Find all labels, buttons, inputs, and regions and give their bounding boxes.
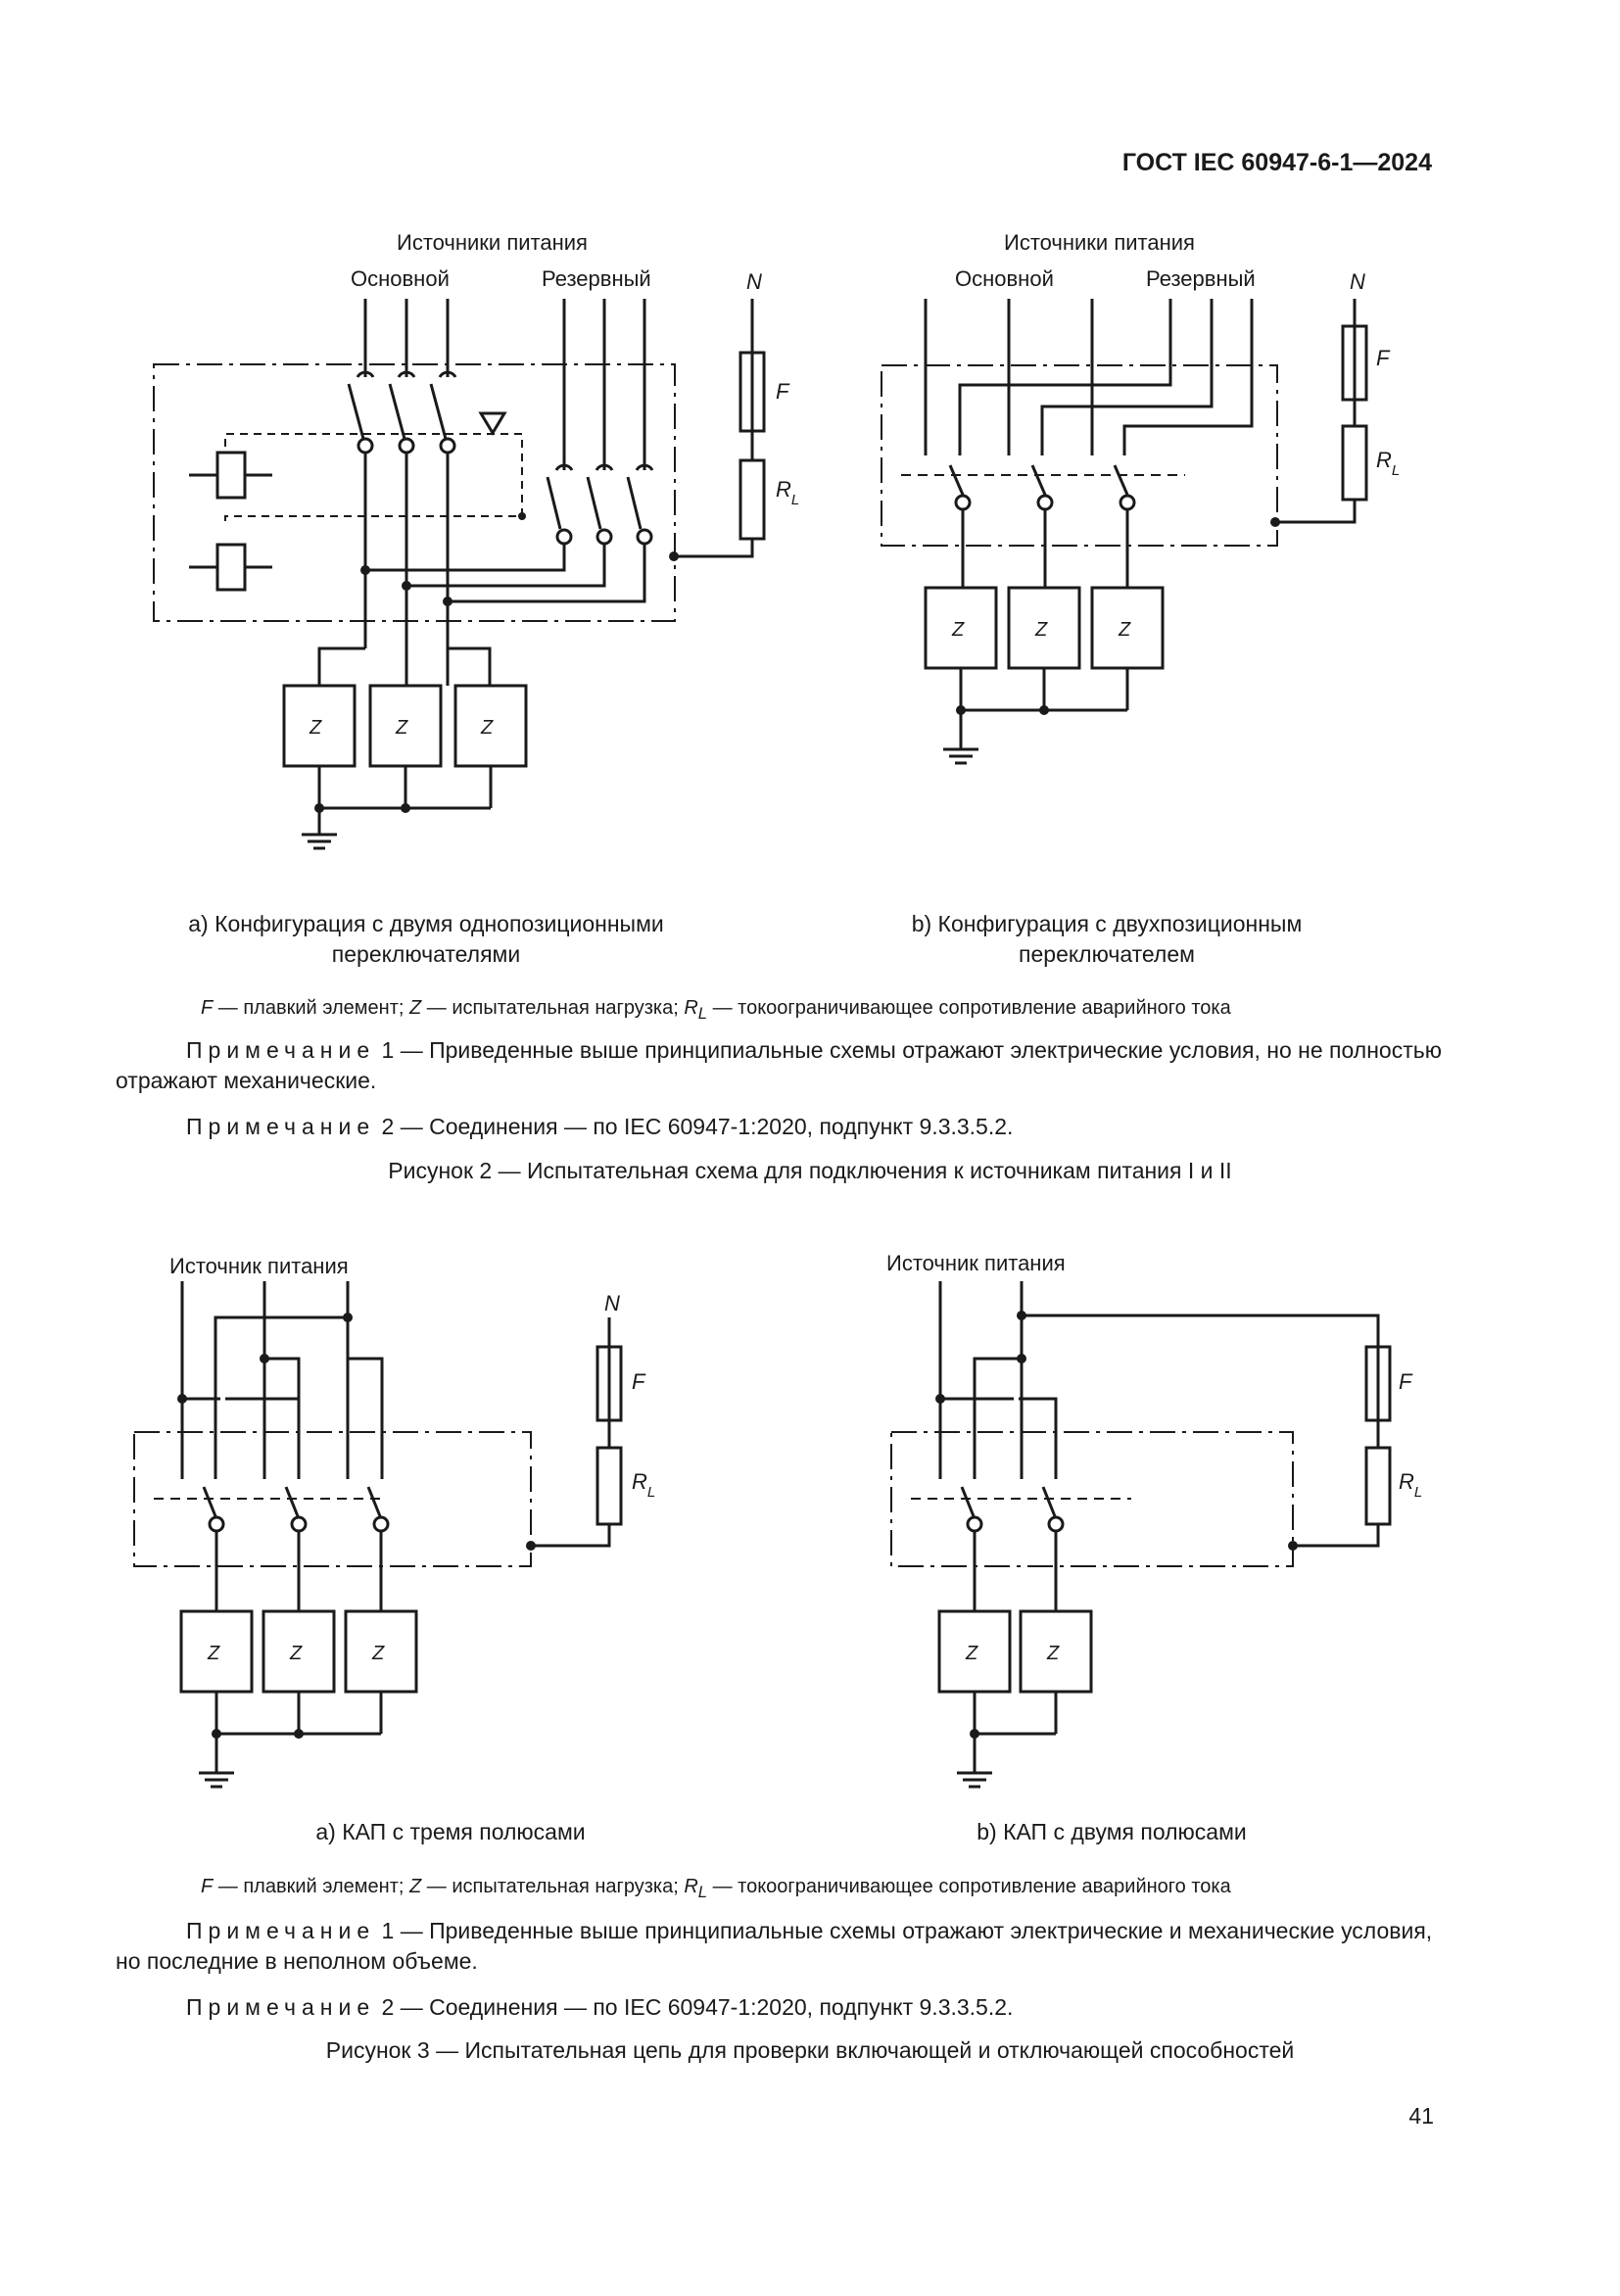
svg-text:RL: RL [776, 477, 799, 508]
fig2a-n-label: N [746, 269, 762, 294]
legend-r-text: — токоограничивающее сопротивление авари… [707, 1876, 1231, 1897]
note-text: 1 — Приведенные выше принципиальные схем… [116, 1037, 1442, 1093]
fig2a-enclosure [153, 363, 676, 622]
fig3a-z2: Z [289, 1643, 303, 1664]
fig3a-source-label: Источник питания [169, 1254, 349, 1278]
fig3a-rl-label: R [632, 1469, 647, 1494]
fig3a-z3: Z [371, 1643, 385, 1664]
legend-r-sub: L [697, 1883, 708, 1901]
svg-text:RL: RL [632, 1469, 655, 1501]
fig2a-caption-line2: переключателями [331, 941, 521, 967]
page-number: 41 [1408, 2103, 1434, 2129]
legend-f-text: — плавкий элемент; [213, 997, 409, 1019]
legend-r-sub: L [697, 1004, 708, 1023]
svg-text:RL: RL [1399, 1469, 1422, 1501]
fig3b-rl-label: R [1399, 1469, 1414, 1494]
note-label: Примечание [186, 1994, 376, 2020]
fig2a-rl-label: R [776, 477, 791, 502]
figure-2a-diagram: Источники питания Основной Резервный N [153, 230, 799, 850]
fig2b-caption: b) Конфигурация с двухпозиционным перекл… [818, 909, 1396, 970]
fig2b-caption-line1: b) Конфигурация с двухпозиционным [911, 911, 1303, 936]
legend-r: R [684, 997, 698, 1019]
fig2a-sources-label: Источники питания [397, 230, 588, 255]
legend-r-text: — токоограничивающее сопротивление авари… [707, 997, 1231, 1019]
fig3a-caption: а) КАП с тремя полюсами [315, 1819, 586, 1844]
fig2a-z1: Z [309, 717, 322, 739]
fig2a-rl-sub: L [791, 492, 799, 508]
legend-z: Z [408, 997, 422, 1019]
fig2b-z2: Z [1034, 619, 1048, 641]
fig2b-rl-sub: L [1392, 462, 1400, 479]
legend-r: R [684, 1876, 698, 1897]
legend-z-text: — испытательная нагрузка; [421, 997, 685, 1019]
note-label: Примечание [186, 1114, 376, 1139]
figure-2-title: Рисунок 2 — Испытательная схема для подк… [388, 1158, 1232, 1183]
fig3-legend: F — плавкий элемент; Z — испытательная н… [201, 1876, 1231, 1902]
figure-2b-diagram: Источники питания Основной Резервный N Z… [881, 230, 1400, 765]
fig2b-z1: Z [951, 619, 965, 641]
fig2b-main-label: Основной [955, 266, 1054, 291]
legend-z: Z [408, 1876, 422, 1897]
fig2a-z2: Z [395, 717, 408, 739]
svg-text:RL: RL [1376, 448, 1400, 479]
fig2b-rl-label: R [1376, 448, 1392, 472]
note-text: 2 — Соединения — по IEC 60947-1:2020, по… [375, 1114, 1014, 1139]
fig3b-caption: b) КАП с двумя полюсами [977, 1819, 1247, 1844]
note-label: Примечание [186, 1918, 376, 1943]
fig2b-f-label: F [1376, 346, 1391, 370]
legend-f-text: — плавкий элемент; [213, 1876, 409, 1897]
fig3b-f-label: F [1399, 1369, 1413, 1394]
figure-3a-diagram: Источник питания N Z Z Z [133, 1254, 655, 1789]
fig2a-main-label: Основной [351, 266, 450, 291]
legend-z-text: — испытательная нагрузка; [421, 1876, 685, 1897]
fig3-note1: Примечание 1 — Приведенные выше принципи… [116, 1916, 1450, 1977]
fig2a-z3: Z [480, 717, 494, 739]
fig2-note2: Примечание 2 — Соединения — по IEC 60947… [116, 1112, 1450, 1142]
fig2a-caption-line1: а) Конфигурация с двумя однопозиционными [188, 911, 664, 936]
fig3b-z1: Z [965, 1643, 978, 1664]
fig3a-rl-sub: L [647, 1484, 655, 1501]
fig3b-source-label: Источник питания [886, 1251, 1066, 1275]
legend-f: F [201, 1876, 214, 1897]
fig2a-caption: а) Конфигурация с двумя однопозиционными… [137, 909, 715, 970]
legend-f: F [201, 997, 214, 1019]
fig2b-n-label: N [1350, 269, 1365, 294]
note-text: 2 — Соединения — по IEC 60947-1:2020, по… [375, 1994, 1014, 2020]
fig2a-reserve-label: Резервный [542, 266, 651, 291]
fig3a-f-label: F [632, 1369, 646, 1394]
figure-3b-diagram: Источник питания Z Z F RL [886, 1251, 1422, 1789]
fig2b-sources-label: Источники питания [1004, 230, 1195, 255]
fig2b-reserve-label: Резервный [1146, 266, 1256, 291]
document-header: ГОСТ IEC 60947-6-1—2024 [1121, 149, 1432, 176]
fig2-legend: F — плавкий элемент; Z — испытательная н… [201, 997, 1231, 1024]
fig3a-n-label: N [604, 1291, 620, 1315]
fig2b-caption-line2: переключателем [1019, 941, 1195, 967]
fig3b-z2: Z [1046, 1643, 1060, 1664]
fig3a-z1: Z [207, 1643, 220, 1664]
note-label: Примечание [186, 1037, 376, 1063]
fig2a-f-label: F [776, 379, 790, 404]
fig2-note1: Примечание 1 — Приведенные выше принципи… [116, 1035, 1450, 1096]
fig2b-z3: Z [1118, 619, 1131, 641]
figure-3-title: Рисунок 3 — Испытательная цепь для прове… [325, 2037, 1295, 2063]
fig3-note2: Примечание 2 — Соединения — по IEC 60947… [116, 1992, 1450, 2023]
note-text: 1 — Приведенные выше принципиальные схем… [116, 1918, 1433, 1974]
fig3b-rl-sub: L [1414, 1484, 1422, 1501]
